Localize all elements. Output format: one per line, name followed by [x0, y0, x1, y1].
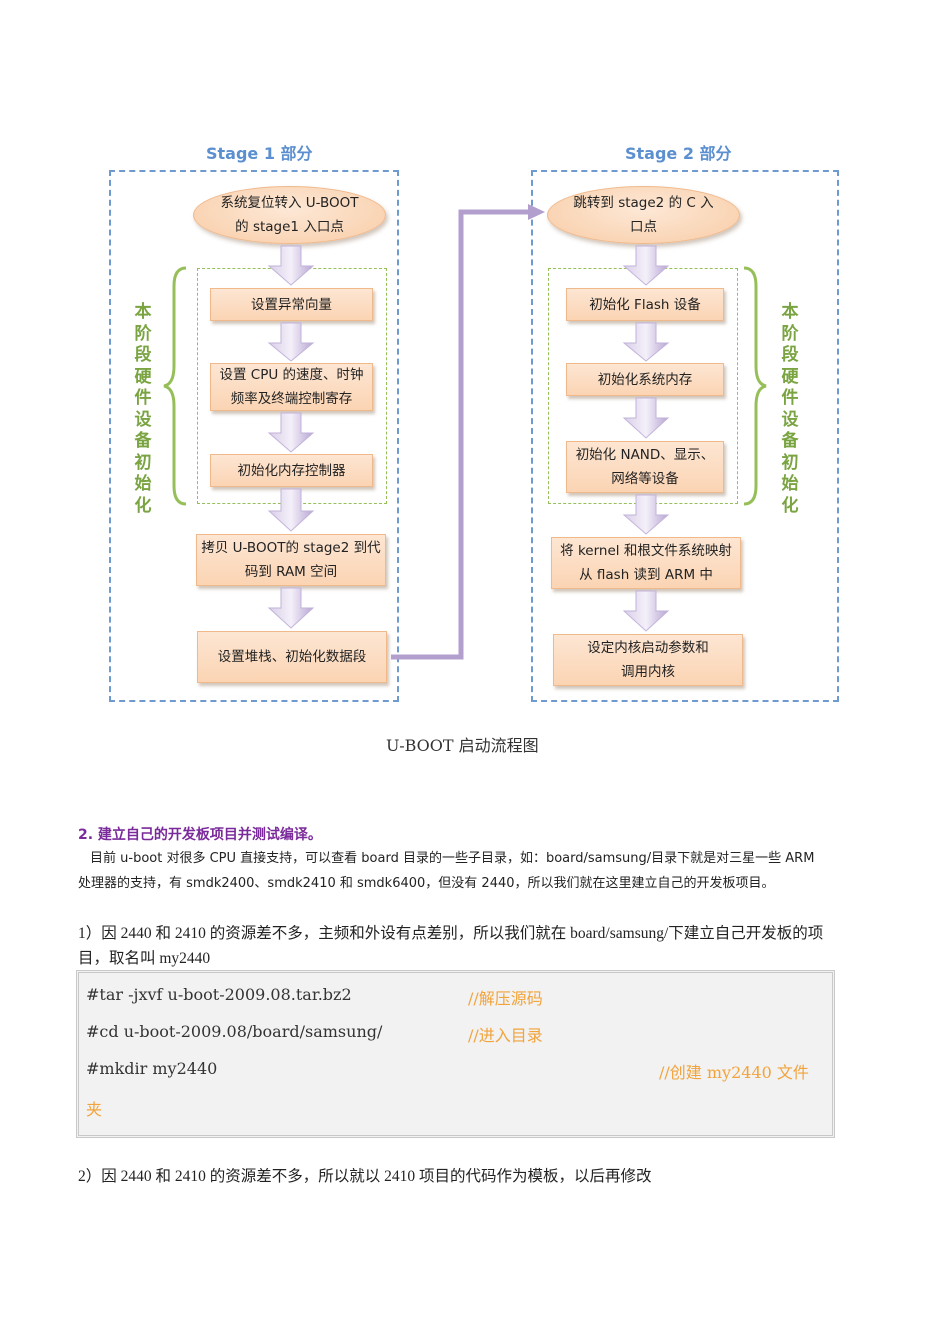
- step-text: 将 kernel 和根文件系统映射: [560, 543, 732, 559]
- step-text: 设置堆栈、初始化数据段: [217, 649, 367, 665]
- step-text: 初始化内存控制器: [237, 462, 346, 479]
- stage1-title: Stage 1 部分: [206, 144, 313, 163]
- stage2-step-boot-kernel: 设定内核启动参数和调用内核: [553, 634, 743, 686]
- stage2-start-line1: 跳转到 stage2 的 C 入: [573, 195, 714, 211]
- down-arrow-icon: [267, 245, 670, 632]
- code-line-3-comment: //创建 my2440 文件: [659, 1063, 809, 1082]
- stage2-start-oval: 跳转到 stage2 的 C 入口点: [547, 186, 740, 244]
- stage2-start-line2: 口点: [630, 219, 657, 235]
- stage1-step-copy-stage2: 拷贝 U-BOOT的 stage2 到代码到 RAM 空间: [196, 534, 386, 586]
- section-heading: 2. 建立自己的开发板项目并测试编译。: [78, 827, 322, 843]
- step-text: 设置异常向量: [251, 296, 332, 313]
- code-line-2-cmd: #cd u-boot-2009.08/board/samsung/: [86, 1022, 383, 1041]
- step2-line: 2）因 2440 和 2410 的资源差不多，所以就以 2410 项目的代码作为…: [78, 1168, 652, 1185]
- intro-line-1: 目前 u-boot 对很多 CPU 直接支持，可以查看 board 目录的一些子…: [90, 851, 815, 866]
- stage1-step-cpu-clock: 设置 CPU 的速度、时钟频率及终端控制寄存: [210, 363, 373, 411]
- stage1-brace-icon: [163, 266, 187, 506]
- step-text: 频率及终端控制寄存: [230, 391, 353, 407]
- stage1-step-stack-data: 设置堆栈、初始化数据段: [197, 631, 387, 683]
- stage2-step-nand-display: 初始化 NAND、显示、网络等设备: [566, 441, 724, 493]
- flow-arrows: [267, 204, 670, 660]
- stage2-side-label: 本阶段硬件设备初始化: [781, 302, 799, 516]
- code-line-3-wrap: 夹: [86, 1100, 103, 1119]
- step-text: 网络等设备: [611, 471, 679, 487]
- code-line-1-cmd: #tar -jxvf u-boot-2009.08.tar.bz2: [86, 985, 352, 1004]
- stage1-frame: [109, 170, 399, 702]
- code-line-3-cmd: #mkdir my2440: [86, 1059, 218, 1078]
- step-text: 初始化 Flash 设备: [589, 296, 701, 313]
- stage-connector-arrow-icon: [391, 204, 545, 660]
- diagram-caption: U-BOOT 启动流程图: [386, 736, 539, 755]
- step-text: 调用内核: [621, 664, 675, 680]
- stage2-brace-icon: [743, 266, 767, 506]
- stage2-frame: [531, 170, 839, 702]
- step-text: 拷贝 U-BOOT的 stage2 到代: [201, 540, 381, 556]
- step-text: 初始化 NAND、显示、: [575, 447, 715, 463]
- stage1-start-line1: 系统复位转入 U-BOOT: [220, 195, 359, 211]
- step-text: 从 flash 读到 ARM 中: [579, 567, 713, 583]
- stage1-start-line2: 的 stage1 入口点: [235, 219, 344, 235]
- stage2-step-flash-init: 初始化 Flash 设备: [566, 288, 724, 321]
- stage1-side-label: 本阶段硬件设备初始化: [134, 302, 152, 516]
- step-text: 初始化系统内存: [597, 371, 693, 388]
- stage2-step-sys-mem: 初始化系统内存: [566, 363, 724, 396]
- stage2-title: Stage 2 部分: [625, 144, 732, 163]
- step-text: 设定内核启动参数和: [587, 640, 709, 656]
- code-line-1-comment: //解压源码: [468, 989, 543, 1008]
- stage1-step-mem-controller: 初始化内存控制器: [210, 454, 373, 487]
- stage2-step-load-kernel: 将 kernel 和根文件系统映射从 flash 读到 ARM 中: [551, 537, 741, 589]
- stage1-start-oval: 系统复位转入 U-BOOT 的 stage1 入口点: [193, 186, 386, 244]
- step1-line-2: 目，取名叫 my2440: [78, 950, 211, 967]
- code-line-2-comment: //进入目录: [468, 1026, 543, 1045]
- step-text: 码到 RAM 空间: [244, 564, 338, 580]
- code-block: #tar -jxvf u-boot-2009.08.tar.bz2 //解压源码…: [76, 970, 835, 1138]
- stage1-step-exception-vectors: 设置异常向量: [210, 288, 373, 321]
- step-text: 设置 CPU 的速度、时钟: [219, 367, 364, 383]
- intro-line-2: 处理器的支持，有 smdk2400、smdk2410 和 smdk6400，但没…: [78, 876, 775, 891]
- step1-line-1: 1）因 2440 和 2410 的资源差不多，主频和外设有点差别，所以我们就在 …: [78, 925, 824, 942]
